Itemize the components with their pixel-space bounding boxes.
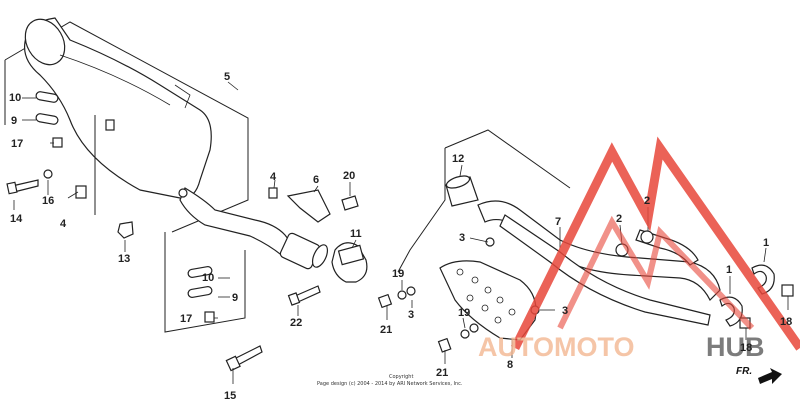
callout-22: 22 bbox=[290, 317, 302, 329]
callout-4b: 4 bbox=[270, 171, 277, 183]
callout-2b: 2 bbox=[644, 195, 650, 207]
callout-1a: 1 bbox=[763, 237, 769, 249]
callout-3b: 3 bbox=[408, 309, 414, 321]
callout-3c: 3 bbox=[562, 305, 568, 317]
callout-3a: 3 bbox=[459, 232, 465, 244]
callout-16: 16 bbox=[42, 195, 54, 207]
callout-10b: 10 bbox=[202, 272, 214, 284]
callout-5: 5 bbox=[224, 71, 230, 83]
muffler-assembly bbox=[4, 17, 329, 372]
callout-6: 6 bbox=[313, 174, 319, 186]
copyright-line-1: Copyright bbox=[389, 374, 413, 380]
callout-18b: 18 bbox=[740, 342, 752, 354]
callout-13: 13 bbox=[118, 253, 130, 265]
callout-19a: 19 bbox=[392, 268, 404, 280]
exhaust-pipe-assembly bbox=[377, 129, 794, 384]
watermark-text-auto: AUTOMOTO bbox=[478, 332, 635, 362]
watermark-logo-icon bbox=[510, 136, 800, 351]
callout-17a: 17 bbox=[11, 138, 23, 150]
callout-19b: 19 bbox=[458, 307, 470, 319]
callout-9a: 9 bbox=[11, 115, 17, 127]
callout-21a: 21 bbox=[380, 324, 392, 336]
center-small-parts bbox=[268, 187, 368, 283]
callout-labels: 5 10 9 17 14 16 4 13 4 6 20 11 10 9 17 2… bbox=[9, 71, 792, 402]
callout-18a: 18 bbox=[780, 316, 792, 328]
callout-14: 14 bbox=[10, 213, 23, 225]
callout-17b: 17 bbox=[180, 313, 192, 325]
callout-21b: 21 bbox=[436, 367, 448, 379]
callout-1b: 1 bbox=[726, 264, 732, 276]
callout-15: 15 bbox=[224, 390, 236, 402]
front-direction-label: FR. bbox=[736, 366, 752, 377]
callout-9b: 9 bbox=[232, 292, 238, 304]
front-direction-arrow-icon bbox=[758, 368, 782, 384]
callout-4a: 4 bbox=[60, 218, 67, 230]
callout-12: 12 bbox=[452, 153, 464, 165]
callout-8: 8 bbox=[507, 359, 513, 371]
callout-2a: 2 bbox=[616, 213, 622, 225]
copyright-line-2: Page design (c) 2004 - 2014 by ARI Netwo… bbox=[317, 381, 463, 387]
callout-10a: 10 bbox=[9, 92, 21, 104]
watermark: AUTOMOTO HUB bbox=[478, 136, 800, 362]
callout-7: 7 bbox=[555, 216, 561, 228]
callout-20: 20 bbox=[343, 170, 355, 182]
callout-11: 11 bbox=[350, 228, 362, 240]
watermark-text-hub: HUB bbox=[706, 332, 765, 362]
